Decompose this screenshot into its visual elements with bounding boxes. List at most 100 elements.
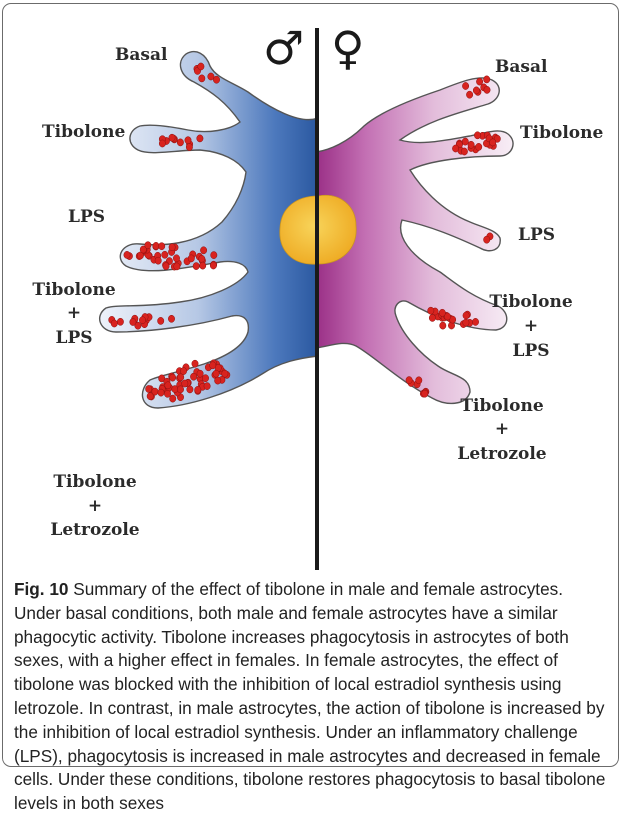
particle bbox=[440, 322, 446, 329]
male-label-tib-let-line3: Letrozole bbox=[50, 520, 139, 540]
male-symbol: ♂ bbox=[263, 21, 304, 75]
male-label-tib-lps-line3: LPS bbox=[55, 328, 92, 348]
particle bbox=[428, 307, 434, 314]
particle bbox=[139, 317, 145, 324]
female-label-tib-lps-line1: Tibolone bbox=[489, 292, 572, 312]
particle bbox=[452, 145, 458, 152]
particle bbox=[416, 377, 422, 384]
female-symbol: ♀ bbox=[331, 21, 365, 75]
particle bbox=[462, 82, 468, 89]
particle bbox=[169, 374, 175, 381]
male-label-tib-lps-line2: + bbox=[67, 303, 81, 323]
particle bbox=[177, 386, 183, 393]
particle bbox=[111, 320, 117, 327]
particle bbox=[169, 244, 175, 251]
female-label-tib-let-line3: Letrozole bbox=[457, 444, 546, 464]
particle bbox=[197, 370, 203, 377]
female-label-tib-let-line1: Tibolone bbox=[460, 396, 543, 416]
particle bbox=[158, 389, 164, 396]
particle bbox=[210, 362, 216, 369]
particle bbox=[202, 375, 208, 382]
particle bbox=[463, 319, 469, 326]
particle bbox=[199, 75, 205, 82]
male-label-tibolone: Tibolone bbox=[42, 122, 125, 142]
particle bbox=[484, 236, 490, 243]
particle bbox=[185, 137, 191, 144]
particle bbox=[473, 87, 479, 94]
particle bbox=[213, 76, 219, 83]
female-label-tibolone-letrozole: Tibolone + Letrozole bbox=[457, 396, 546, 464]
particle bbox=[462, 138, 468, 145]
particle bbox=[198, 63, 204, 70]
male-label-tib-let-line2: + bbox=[88, 496, 102, 516]
male-label-tibolone-letrozole: Tibolone + Letrozole bbox=[50, 472, 139, 540]
astrocyte-diagram: ♂ ♀ Basal Tibolone LPS Tibolone + LPS Ti… bbox=[0, 0, 622, 575]
male-label-tib-lps-line1: Tibolone bbox=[32, 280, 115, 300]
female-label-tibolone: Tibolone bbox=[520, 123, 603, 143]
particle bbox=[195, 386, 201, 393]
particle bbox=[159, 140, 165, 147]
particle bbox=[177, 139, 183, 146]
particle bbox=[222, 370, 228, 377]
particle bbox=[192, 360, 198, 367]
particle bbox=[146, 385, 152, 392]
particle bbox=[117, 318, 123, 325]
female-label-basal: Basal bbox=[495, 57, 548, 77]
particle bbox=[422, 390, 428, 397]
male-label-lps: LPS bbox=[68, 207, 105, 227]
male-label-basal: Basal bbox=[115, 45, 168, 65]
particle bbox=[476, 143, 482, 150]
particle bbox=[130, 318, 136, 325]
particle bbox=[474, 132, 480, 139]
particle bbox=[147, 393, 153, 400]
particle bbox=[174, 263, 180, 270]
particle bbox=[173, 255, 179, 262]
particle bbox=[211, 252, 217, 259]
particle bbox=[463, 312, 469, 319]
particle bbox=[204, 383, 210, 390]
particle bbox=[168, 315, 174, 322]
particle bbox=[439, 309, 445, 316]
particle bbox=[197, 135, 203, 142]
female-label-tib-lps-line2: + bbox=[524, 316, 538, 336]
particle bbox=[182, 380, 188, 387]
female-label-lps: LPS bbox=[518, 225, 555, 245]
particle bbox=[215, 377, 221, 384]
particle bbox=[472, 318, 478, 325]
particle bbox=[159, 243, 165, 250]
particle bbox=[190, 373, 196, 380]
particle bbox=[461, 148, 467, 155]
particle bbox=[199, 255, 205, 262]
particle bbox=[145, 242, 151, 249]
particle bbox=[158, 317, 164, 324]
figure-caption: Fig. 10 Summary of the effect of tibolon… bbox=[14, 578, 610, 816]
particle bbox=[484, 86, 490, 93]
caption-text: Summary of the effect of tibolone in mal… bbox=[14, 579, 605, 813]
particle bbox=[124, 251, 130, 258]
particle bbox=[193, 263, 199, 270]
particle bbox=[153, 242, 159, 249]
particle bbox=[169, 134, 175, 141]
figure-number: Fig. 10 bbox=[14, 579, 68, 599]
particle bbox=[213, 370, 219, 377]
male-label-tib-let-line1: Tibolone bbox=[53, 472, 136, 492]
particle bbox=[180, 368, 186, 375]
female-label-tib-let-line2: + bbox=[495, 419, 509, 439]
particle bbox=[165, 382, 171, 389]
particle bbox=[466, 91, 472, 98]
particle bbox=[200, 247, 206, 254]
particle bbox=[468, 141, 474, 148]
particle bbox=[200, 262, 206, 269]
particle bbox=[210, 262, 216, 269]
particle bbox=[162, 251, 168, 258]
particle bbox=[164, 390, 170, 397]
particle bbox=[155, 257, 161, 264]
particle bbox=[163, 263, 169, 270]
particle bbox=[406, 377, 412, 384]
female-label-tib-lps-line3: LPS bbox=[512, 341, 549, 361]
particle bbox=[490, 139, 496, 146]
particle bbox=[188, 255, 194, 262]
particle bbox=[484, 76, 490, 83]
particle bbox=[186, 144, 192, 151]
particle bbox=[429, 314, 435, 321]
